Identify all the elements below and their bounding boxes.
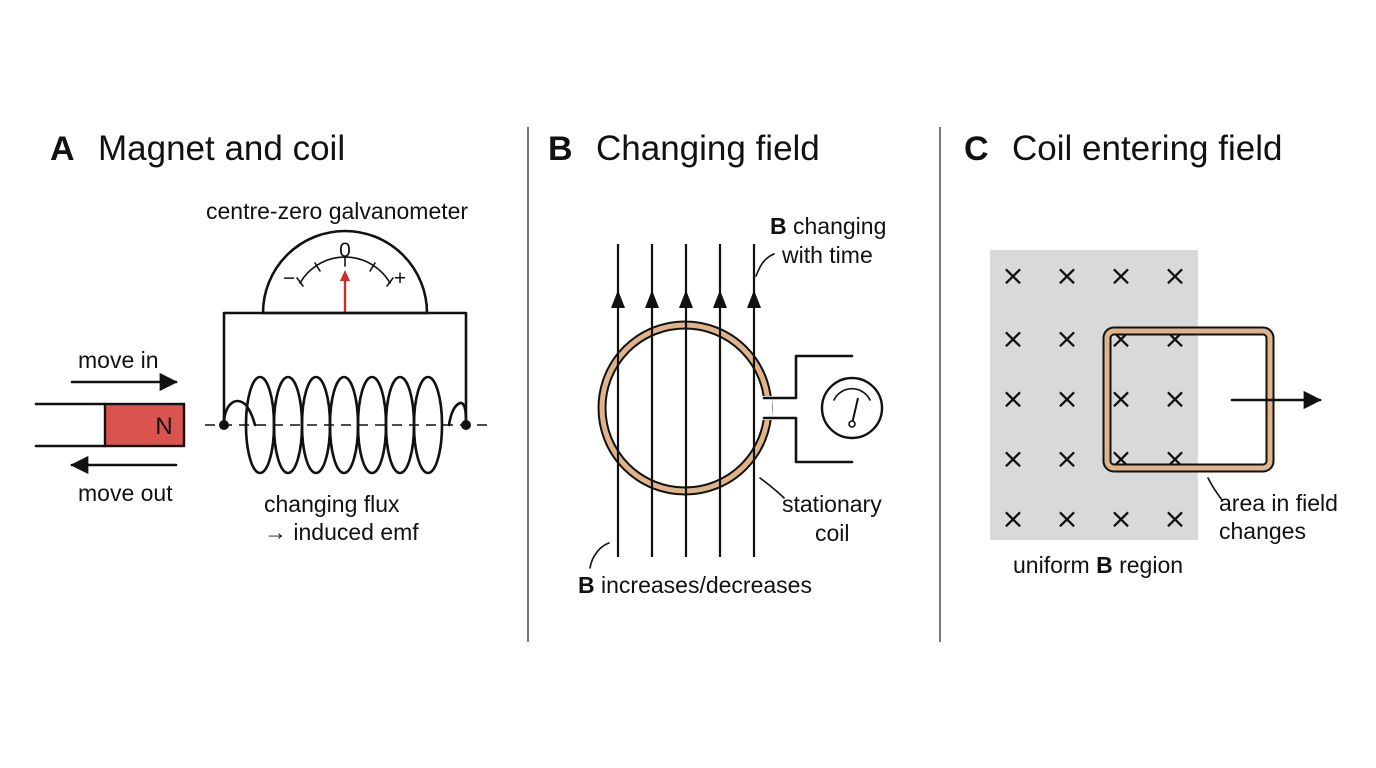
coil-meter-leads [762, 354, 854, 464]
area-label-leader [1207, 477, 1223, 501]
field-line-arrow [645, 290, 659, 308]
plus-mark: + [394, 267, 406, 290]
field-cross: × [1001, 502, 1024, 535]
solenoid-coil [244, 375, 444, 475]
solenoid-loop [412, 375, 444, 475]
galvanometer: 0 − + [261, 229, 429, 315]
zero-mark: 0 [339, 239, 351, 262]
field-line-arrow [611, 290, 625, 308]
field-line-arrow [713, 290, 727, 308]
panel-c-title: Coil entering field [1012, 129, 1282, 168]
flux-label-line1: changing flux [264, 491, 400, 517]
field-label-line1: B changing [770, 213, 886, 239]
magnet-pole-label: N [155, 413, 172, 440]
field-cross: × [1001, 382, 1024, 415]
bottom-label: B increases/decreases [578, 572, 812, 598]
field-cross: × [1001, 322, 1024, 355]
field-cross: × [1055, 259, 1078, 292]
panel-c-letter: C [964, 130, 989, 168]
move-in-label: move in [78, 347, 159, 373]
move-out-label: move out [78, 480, 173, 506]
field-line-arrow [679, 290, 693, 308]
field-cross: × [1109, 259, 1132, 292]
field-label-leader [755, 253, 775, 277]
coil-gap [760, 396, 772, 420]
area-label-line2: changes [1219, 518, 1306, 544]
coil-label-line1: stationary [782, 491, 882, 517]
field-cross: × [1163, 382, 1186, 415]
circuit-wire [222, 311, 468, 427]
panel-c: C Coil entering field ××××××××××××××××××… [964, 129, 1338, 578]
field-cross: × [1109, 502, 1132, 535]
coil-label-leader [759, 477, 785, 499]
field-cross: × [1109, 382, 1132, 415]
field-cross: × [1055, 382, 1078, 415]
minus-mark: − [283, 267, 295, 290]
panel-a-letter: A [50, 130, 75, 168]
field-cross: × [1163, 502, 1186, 535]
region-label: uniform B region [1013, 552, 1183, 578]
coil-label-line2: coil [815, 520, 850, 546]
field-cross: × [1001, 259, 1024, 292]
field-region [990, 250, 1198, 540]
field-label-line2: with time [781, 242, 873, 268]
field-cross: × [1163, 259, 1186, 292]
field-cross: × [1001, 442, 1024, 475]
field-lines [611, 244, 761, 557]
field-cross: × [1055, 442, 1078, 475]
galvanometer-label: centre-zero galvanometer [206, 198, 468, 224]
meter-dial [820, 376, 884, 440]
flux-label-line2: → induced emf [264, 519, 419, 545]
solenoid-lead-left [222, 399, 257, 427]
panel-b-title: Changing field [596, 129, 820, 168]
field-cross: × [1055, 502, 1078, 535]
area-label-line1: area in field [1219, 490, 1338, 516]
solenoid-lead-right [447, 401, 468, 427]
magnet-n-pole [103, 402, 186, 448]
panel-a-title: Magnet and coil [98, 129, 345, 168]
panel-a: A Magnet and coil centre-zero galvanomet… [34, 129, 492, 545]
meter-needle [851, 397, 859, 425]
panel-b: B Changing field B changing with time st… [548, 129, 886, 598]
panel-b-letter: B [548, 130, 573, 168]
bottom-label-leader [589, 542, 610, 569]
field-line-arrow [747, 290, 761, 308]
field-cross: × [1055, 322, 1078, 355]
